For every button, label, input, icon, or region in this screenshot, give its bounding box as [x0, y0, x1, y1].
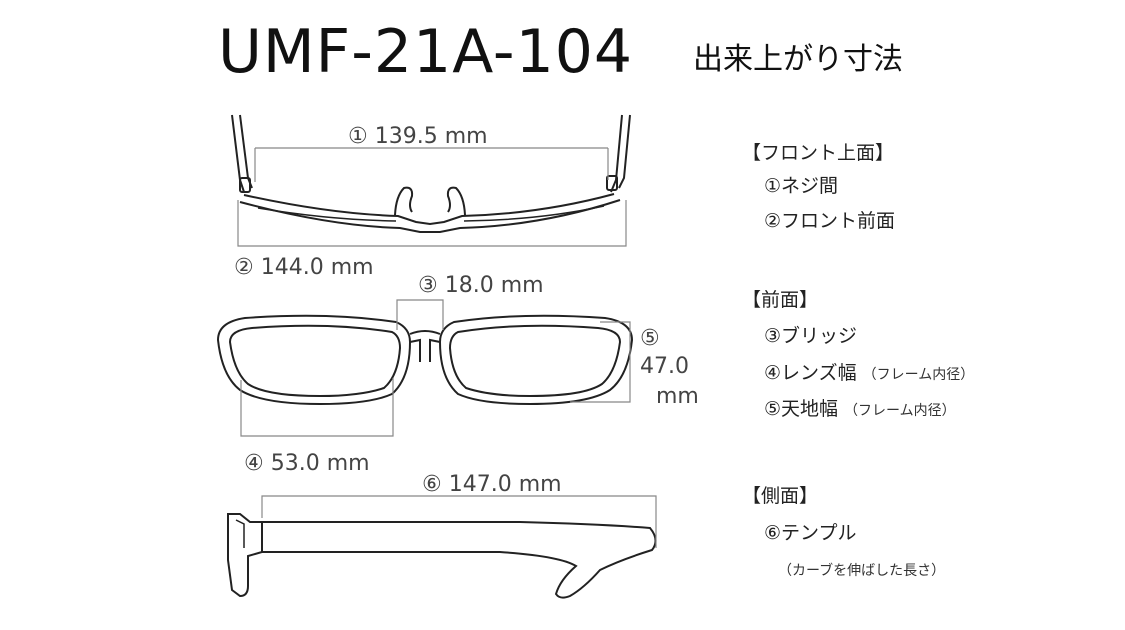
finished-size-subtitle: 出来上がり寸法 — [693, 42, 903, 77]
legend-item-screw-distance: ①ネジ間 — [764, 175, 839, 197]
legend-item-temple-note: （カーブを伸ばした長さ） — [778, 563, 946, 579]
top-view-dimension-lines — [237, 147, 627, 247]
legend-item-lens-height-label: ⑤天地幅 — [764, 398, 839, 420]
dim-label-screw-distance: ① 139.5 mm — [348, 124, 488, 149]
top-view-glasses — [231, 114, 631, 233]
legend-item-front-width: ②フロント前面 — [764, 210, 896, 232]
legend-item-lens-width-label: ④レンズ幅 — [764, 362, 857, 384]
dim-label-front-width: ② 144.0 mm — [234, 255, 374, 280]
dim-label-height-number: ⑤ — [640, 326, 660, 351]
legend-side-header: 【側面】 — [742, 485, 819, 507]
dim-label-height-unit: mm — [656, 384, 699, 409]
legend-item-temple: ⑥テンプル — [764, 522, 857, 544]
model-number-title: UMF-21A-104 — [218, 17, 634, 87]
dim-label-height-value: 47.0 — [640, 354, 689, 379]
legend-item-lens-height-note: （フレーム内径） — [844, 403, 956, 419]
front-view-glasses — [216, 314, 634, 406]
dim-label-lens-width: ④ 53.0 mm — [244, 451, 370, 476]
front-view-dimension-lines — [240, 299, 631, 437]
side-view-glasses — [227, 513, 657, 599]
dim-label-temple: ⑥ 147.0 mm — [422, 472, 562, 497]
legend-item-lens-height: ⑤天地幅 （フレーム内径） — [764, 396, 956, 424]
side-view-dimension-lines — [261, 495, 657, 548]
legend-front-top-header: 【フロント上面】 — [742, 142, 895, 164]
dim-label-bridge: ③ 18.0 mm — [418, 273, 544, 298]
legend-item-lens-width: ④レンズ幅 （フレーム内径） — [764, 360, 974, 388]
legend-front-header: 【前面】 — [742, 289, 819, 311]
legend-item-lens-width-note: （フレーム内径） — [862, 367, 975, 383]
legend-item-bridge: ③ブリッジ — [764, 325, 858, 347]
